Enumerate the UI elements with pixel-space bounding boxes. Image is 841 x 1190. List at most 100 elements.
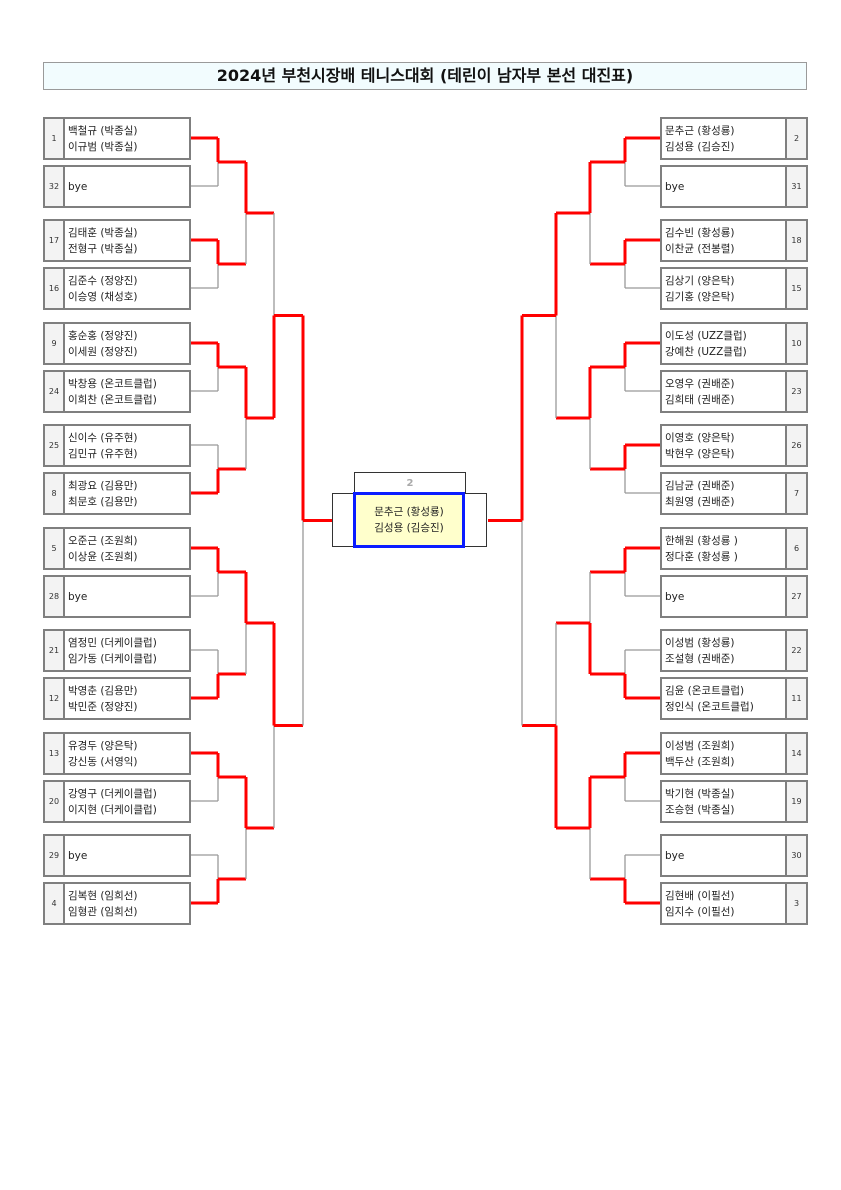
player-name: 이영호 (양은탁) <box>665 431 735 444</box>
seed-number: 1 <box>45 119 65 158</box>
player-names: 김수빈 (황성룡)이찬균 (전봉렬) <box>662 221 785 260</box>
player-names: 박영춘 (김용만) 박민준 (정양진) <box>65 679 189 718</box>
player-name: 김수빈 (황성룡) <box>665 226 735 239</box>
player-names: 유경두 (양은탁)강신동 (서영익) <box>65 734 189 773</box>
bracket-entry: 19 박기현 (박종실) 조승현 (박종실) <box>660 780 808 823</box>
seed-number: 18 <box>785 221 806 260</box>
player-name: 염정민 (더케이클럽) <box>68 636 157 649</box>
player-name: bye <box>665 180 685 193</box>
player-names: bye <box>662 577 785 616</box>
seed-number: 22 <box>785 631 806 670</box>
player-names: 신이수 (유주현) 김민규 (유주현) <box>65 426 189 465</box>
seed-number: 8 <box>45 474 65 513</box>
player-name: 강예찬 (UZZ클럽) <box>665 345 747 358</box>
player-names: bye <box>662 167 785 206</box>
player-name: 신이수 (유주현) <box>68 431 138 444</box>
player-name: 김상기 (양은탁) <box>665 274 735 287</box>
seed-number: 19 <box>785 782 806 821</box>
seed-number: 9 <box>45 324 65 363</box>
player-names: 박창용 (온코트클럽)이희찬 (온코트클럽) <box>65 372 189 411</box>
seed-number: 10 <box>785 324 806 363</box>
bracket-entry: 10 이도성 (UZZ클럽) 강예찬 (UZZ클럽) <box>660 322 808 365</box>
player-name: 임지수 (이필선) <box>665 905 735 918</box>
player-name: 백두산 (조원희) <box>665 755 735 768</box>
player-name: 임형관 (임희선) <box>68 905 138 918</box>
seed-number: 13 <box>45 734 65 773</box>
player-names: 김남균 (권배준) 최원영 (권배준) <box>662 474 785 513</box>
player-name: 박민준 (정양진) <box>68 700 138 713</box>
player-name: bye <box>665 849 685 862</box>
player-names: 이성범 (황성룡)조설형 (권배준) <box>662 631 785 670</box>
player-name: 김성용 (김승진) <box>665 140 735 153</box>
player-name: 김준수 (정양진) <box>68 274 138 287</box>
player-names: 염정민 (더케이클럽)임가동 (더케이클럽) <box>65 631 189 670</box>
seed-number: 29 <box>45 836 65 875</box>
seed-number: 6 <box>785 529 806 568</box>
player-names: 김상기 (양은탁)김기홍 (양은탁) <box>662 269 785 308</box>
player-name: 홍순홍 (정양진) <box>68 329 138 342</box>
final-winner-box: 문추근 (황성룡) 김성용 (김승진) <box>353 492 465 548</box>
player-name: 유경두 (양은탁) <box>68 739 138 752</box>
player-name: bye <box>68 849 88 862</box>
player-name: bye <box>665 590 685 603</box>
player-name: 한해원 (황성룡 ) <box>665 534 738 547</box>
player-name: 박기현 (박종실) <box>665 787 735 800</box>
seed-number: 3 <box>785 884 806 923</box>
player-name: 김윤 (온코트클럽) <box>665 684 745 697</box>
player-name: 최문호 (김용만) <box>68 495 138 508</box>
seed-number: 12 <box>45 679 65 718</box>
seed-number: 4 <box>45 884 65 923</box>
player-name: 최광요 (김용만) <box>68 479 138 492</box>
player-names: 김현배 (이필선)임지수 (이필선) <box>662 884 785 923</box>
player-name: 최원영 (권배준) <box>665 495 735 508</box>
player-name: 이도성 (UZZ클럽) <box>665 329 747 342</box>
player-name: 김민규 (유주현) <box>68 447 138 460</box>
player-name: 전형구 (박종실) <box>68 242 138 255</box>
seed-number: 27 <box>785 577 806 616</box>
player-name: 김남균 (권배준) <box>665 479 735 492</box>
player-names: 문추근 (황성룡) 김성용 (김승진) <box>662 119 785 158</box>
final-player-1: 문추근 (황성룡) <box>374 506 444 518</box>
player-name: 정인식 (온코트클럽) <box>665 700 754 713</box>
final-player-2: 김성용 (김승진) <box>374 522 444 534</box>
seed-number: 15 <box>785 269 806 308</box>
player-names: 백철규 (박종실)이규범 (박종실) <box>65 119 189 158</box>
seed-number: 16 <box>45 269 65 308</box>
player-name: 김희태 (권배준) <box>665 393 735 406</box>
page-title: 2024년 부천시장배 테니스대회 (테린이 남자부 본선 대진표) <box>43 62 807 90</box>
seed-number: 14 <box>785 734 806 773</box>
seed-number: 2 <box>785 119 806 158</box>
player-name: 박창용 (온코트클럽) <box>68 377 157 390</box>
player-name: 이지현 (더케이클럽) <box>68 803 157 816</box>
player-name: 문추근 (황성룡) <box>665 124 735 137</box>
player-name: 박영춘 (김용만) <box>68 684 138 697</box>
seed-number: 23 <box>785 372 806 411</box>
player-name: 조승현 (박종실) <box>665 803 735 816</box>
player-names: 한해원 (황성룡 )정다훈 (황성룡 ) <box>662 529 785 568</box>
seed-number: 25 <box>45 426 65 465</box>
final-label: 2 <box>354 472 466 494</box>
player-names: bye <box>65 836 189 875</box>
player-names: 김태훈 (박종실)전형구 (박종실) <box>65 221 189 260</box>
